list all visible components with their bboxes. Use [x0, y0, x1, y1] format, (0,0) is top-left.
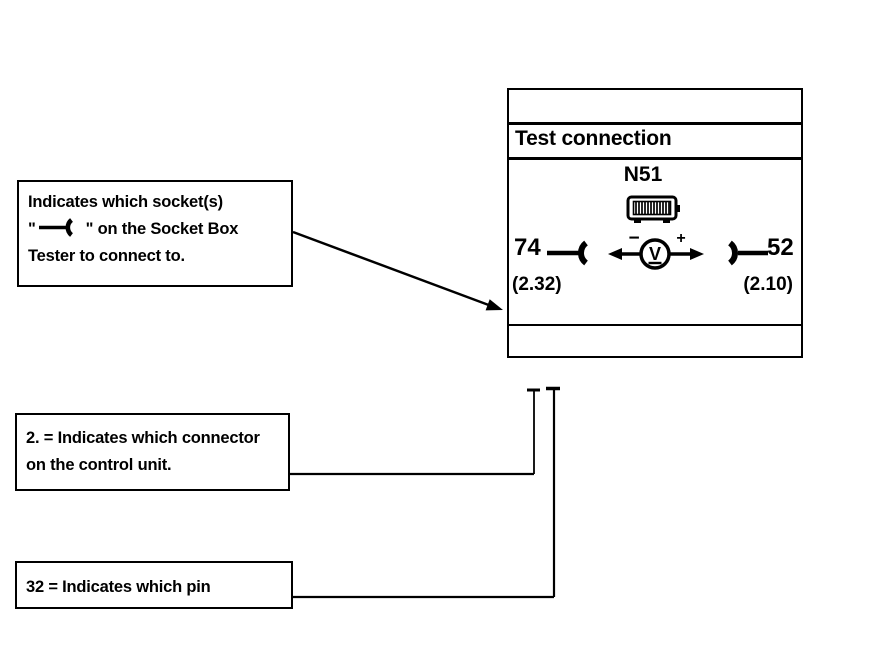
control-unit-label: N51 — [623, 163, 663, 186]
socket-callout-line1: Indicates which socket(s) — [28, 193, 223, 211]
left-socket-symbol-icon — [547, 240, 589, 266]
socket-callout-line3: Tester to connect to. — [28, 247, 185, 265]
voltmeter-letter: V — [649, 244, 661, 264]
socket-callout-line2: " " on the Socket Box — [28, 216, 283, 243]
right-pin-number: 52 — [767, 234, 794, 261]
voltmeter-icon: V − + — [608, 228, 704, 270]
divider — [509, 324, 801, 326]
connector-callout-line1: 2. = Indicates which connector — [26, 429, 260, 447]
minus-sign: − — [628, 228, 639, 249]
socket-callout-line2-text: on the Socket Box — [97, 220, 239, 238]
quote-open: " — [28, 220, 36, 238]
socket-callout-box: Indicates which socket(s) " " on the Soc… — [17, 180, 293, 287]
control-unit-icon — [626, 195, 680, 223]
quote-close: " — [85, 220, 94, 238]
socket-symbol-inline-icon — [38, 218, 73, 237]
left-connector-pin-ref: (2.32) — [512, 274, 562, 295]
plus-sign: + — [676, 230, 685, 247]
divider — [509, 122, 801, 125]
right-connector-pin-ref: (2.10) — [743, 274, 793, 295]
left-pin-number: 74 — [514, 234, 541, 261]
test-connection-header: Test connection — [515, 127, 672, 150]
connector-callout-box: 2. = Indicates which connector on the co… — [15, 413, 290, 491]
connector-callout-line2: on the control unit. — [26, 456, 172, 474]
right-socket-symbol-icon — [727, 240, 768, 266]
socket-callout-arrow — [292, 230, 503, 311]
test-connection-box: Test connection N51 74 — [507, 88, 803, 358]
pin-callout-box: 32 = Indicates which pin — [15, 561, 293, 609]
pin-callout-line1: 32 = Indicates which pin — [26, 578, 211, 596]
connector-callout-line — [290, 388, 540, 476]
pin-callout-line — [293, 386, 560, 599]
divider — [509, 157, 801, 160]
